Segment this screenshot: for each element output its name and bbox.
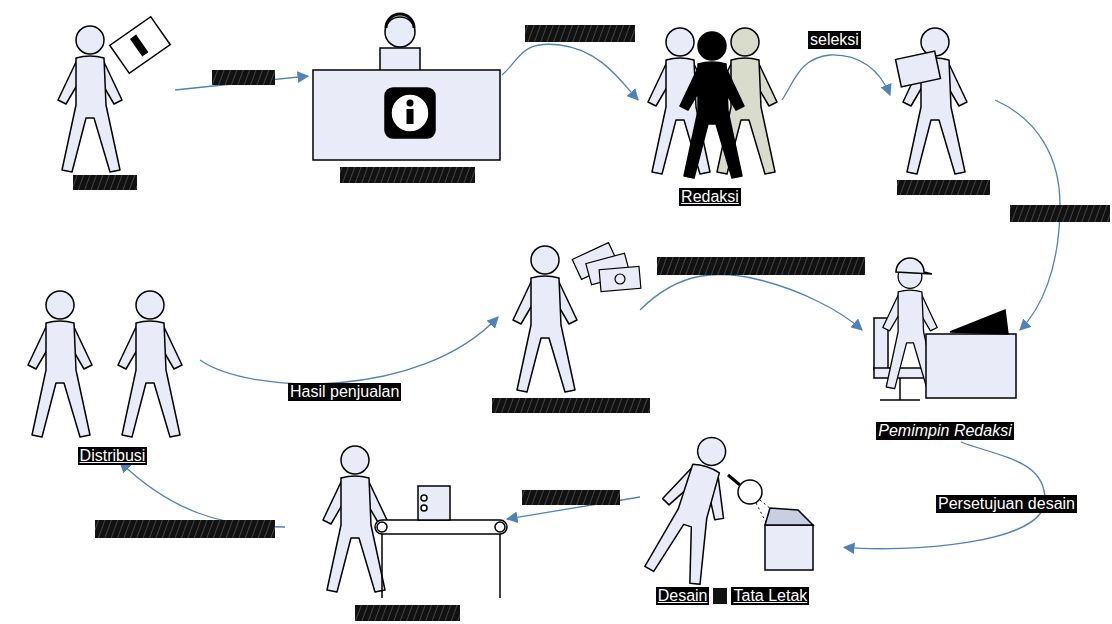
figure-node: Distribusi	[11, 283, 214, 465]
sender-figure	[58, 17, 170, 172]
figure-caption: Distribusi	[78, 447, 148, 465]
redacted-labels	[73, 25, 1110, 621]
figure-caption: Pemimpin Redaksi	[876, 422, 1013, 440]
figure-caption: Desain	[656, 587, 710, 605]
caption-row: Redaksi	[631, 188, 789, 206]
figure-node: Redaksi	[631, 28, 789, 206]
chief-editor-figure	[874, 258, 1016, 400]
edge-label: Persetujuan desain	[936, 495, 1077, 513]
info-desk	[313, 14, 500, 160]
flow-label: Hasil penjualan	[288, 383, 401, 401]
distribution-figures	[28, 291, 182, 437]
editors-group	[648, 28, 777, 178]
figure-caption: Redaksi	[679, 188, 741, 206]
flow-label: seleksi	[808, 31, 861, 49]
worker-figure	[896, 28, 967, 174]
caption-row: Distribusi	[11, 447, 214, 465]
printing-figure	[323, 446, 507, 598]
designer-figure	[640, 428, 813, 587]
figure-caption: Tata Letak	[731, 587, 809, 605]
figure-node: Desain Tata Letak	[621, 425, 844, 605]
seller-figure	[513, 243, 641, 392]
redaction-mark	[713, 588, 727, 604]
figure-node: Pemimpin Redaksi	[846, 255, 1044, 440]
caption-row: Pemimpin Redaksi	[846, 422, 1044, 440]
caption-row: Desain Tata Letak	[621, 587, 844, 605]
